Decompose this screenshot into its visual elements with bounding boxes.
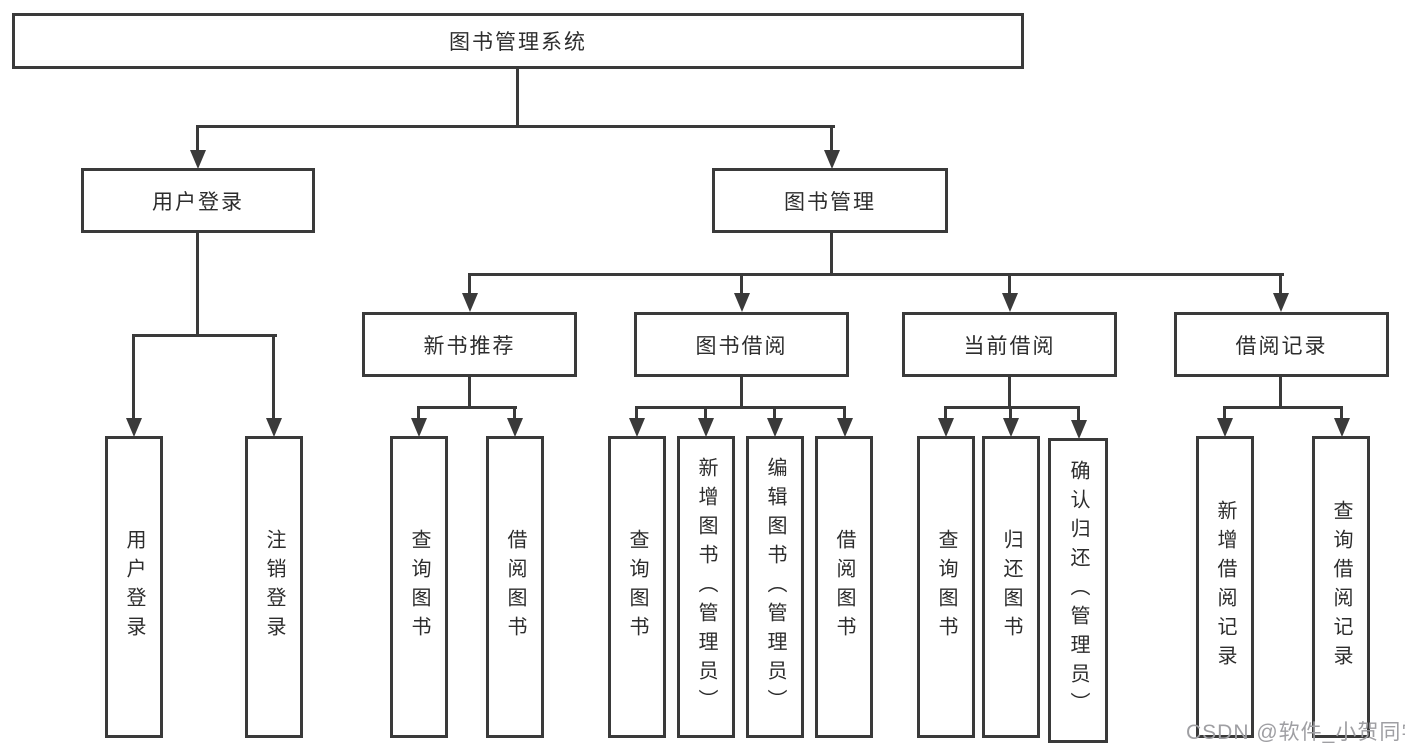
leaf-label: 借阅图书 [833,529,855,645]
leaf-label: 查询图书 [935,529,957,645]
leaf-label: 注销登录 [263,529,285,645]
leaf-query-books-recommend: 查询图书 [390,436,448,738]
node-book-borrowing: 图书借阅 [634,312,849,377]
connector-line [944,406,1080,409]
connector-line [196,233,199,337]
arrow-down-icon [837,418,853,437]
leaf-label: 归还图书 [1000,529,1022,645]
connector-line [132,334,277,337]
leaf-label: 查询图书 [626,529,648,645]
connector-line [1279,273,1282,297]
leaf-label: 编辑图书（管理员） [764,456,786,718]
node-label: 图书管理系统 [449,31,587,54]
connector-line [468,377,471,409]
connector-line [704,406,707,422]
arrow-down-icon [1002,293,1018,312]
connector-line [830,125,833,153]
arrow-down-icon [734,293,750,312]
node-borrowing-records: 借阅记录 [1174,312,1389,377]
connector-line [635,406,846,409]
arrow-down-icon [462,293,478,312]
leaf-edit-book-admin: 编辑图书（管理员） [746,436,804,738]
connector-line [1223,406,1343,409]
leaf-label: 借阅图书 [504,529,526,645]
connector-line [1008,273,1011,297]
connector-line [1077,406,1080,424]
connector-line [1279,377,1282,409]
connector-line [417,406,420,422]
arrow-down-icon [1071,420,1087,439]
arrow-down-icon [698,418,714,437]
leaf-query-books-current: 查询图书 [917,436,975,738]
connector-line [196,125,199,153]
connector-line [1223,406,1226,422]
node-new-book-recommend: 新书推荐 [362,312,577,377]
connector-line [417,406,517,409]
csdn-watermark: CSDN @软件_小贺同学 [1186,721,1405,744]
arrow-down-icon [1334,418,1350,437]
connector-line [1009,406,1012,422]
arrow-down-icon [190,150,206,169]
leaf-label: 新增图书（管理员） [695,456,717,718]
leaf-query-borrow-record: 查询借阅记录 [1312,436,1370,738]
leaf-user-login: 用户登录 [105,436,163,738]
connector-line [196,125,835,128]
arrow-down-icon [1003,418,1019,437]
node-label: 图书借阅 [695,334,788,358]
arrow-down-icon [507,418,523,437]
arrow-down-icon [767,418,783,437]
leaf-label: 用户登录 [123,529,145,645]
connector-line [272,334,275,421]
connector-line [516,68,519,128]
connector-line [740,273,743,297]
arrow-down-icon [824,150,840,169]
connector-line [513,406,516,422]
connector-line [843,406,846,422]
connector-line [468,273,1284,276]
connector-line [773,406,776,422]
leaf-label: 确认归还（管理员） [1067,460,1089,721]
connector-line [132,334,135,421]
node-label: 借阅记录 [1235,334,1328,358]
leaf-label: 新增借阅记录 [1214,500,1236,674]
connector-line [635,406,638,422]
leaf-label: 查询借阅记录 [1330,500,1352,674]
connector-line [740,377,743,409]
node-current-borrowing: 当前借阅 [902,312,1117,377]
arrow-down-icon [266,418,282,437]
arrow-down-icon [1273,293,1289,312]
arrow-down-icon [126,418,142,437]
node-label: 新书推荐 [423,334,516,358]
node-label: 当前借阅 [963,334,1056,358]
node-user-login: 用户登录 [81,168,315,233]
connector-line [1340,406,1343,422]
arrow-down-icon [411,418,427,437]
arrow-down-icon [938,418,954,437]
arrow-down-icon [629,418,645,437]
connector-line [468,273,471,297]
connector-line [830,233,833,276]
connector-line [1008,377,1011,409]
arrow-down-icon [1217,418,1233,437]
node-label: 用户登录 [152,190,244,214]
leaf-add-borrow-record: 新增借阅记录 [1196,436,1254,738]
node-library-management-system: 图书管理系统 [12,13,1024,69]
leaf-query-books-borrowing: 查询图书 [608,436,666,738]
leaf-label: 查询图书 [408,529,430,645]
leaf-logout: 注销登录 [245,436,303,738]
leaf-add-book-admin: 新增图书（管理员） [677,436,735,738]
leaf-return-books: 归还图书 [982,436,1040,738]
leaf-borrow-books-recommend: 借阅图书 [486,436,544,738]
leaf-confirm-return-admin: 确认归还（管理员） [1048,438,1108,743]
node-book-management: 图书管理 [712,168,948,233]
leaf-borrow-books-borrowing: 借阅图书 [815,436,873,738]
node-label: 图书管理 [784,190,876,214]
connector-line [944,406,947,422]
